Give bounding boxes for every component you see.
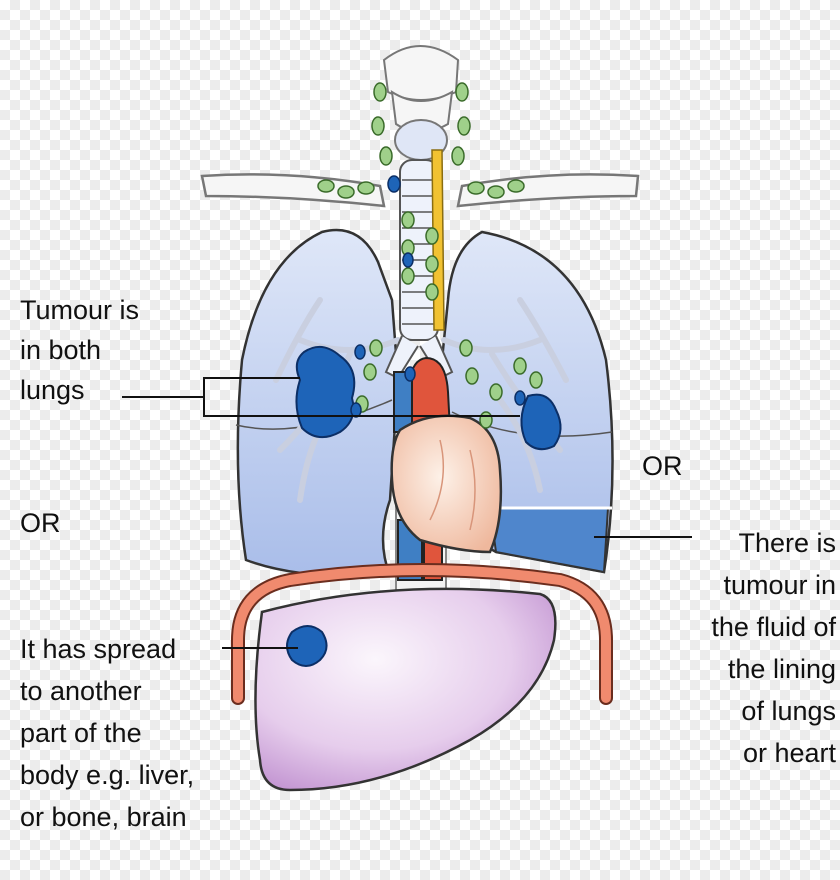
clavicles	[200, 173, 640, 208]
heart	[390, 414, 503, 554]
label-spread-line-4: body e.g. liver,	[20, 760, 195, 790]
label-spread-line-1: It has spread	[20, 634, 177, 664]
tumour-left-lung	[295, 345, 356, 439]
liver	[254, 587, 557, 792]
label-or-left: OR	[20, 503, 61, 543]
tumours	[286, 345, 562, 667]
label-or-right: OR	[642, 446, 683, 486]
label-spread-line-3: part of the	[20, 718, 142, 748]
label-spread-line-5: or bone, brain	[20, 802, 187, 832]
label-both-lungs-line-2: in both	[20, 335, 102, 365]
label-fluid-line-2: tumour in	[723, 570, 836, 600]
label-both-lungs: Tumour is in both lungs	[20, 290, 139, 410]
tumour-liver	[286, 625, 328, 667]
larynx	[382, 45, 460, 161]
tumour-right-lung	[520, 393, 562, 451]
lymph-nodes	[317, 82, 543, 429]
label-spread-line-2: to another	[20, 676, 142, 706]
pleural-fluid	[488, 507, 610, 574]
label-both-lungs-line-3: lungs	[20, 375, 85, 405]
label-both-lungs-line-1: Tumour is	[20, 295, 140, 325]
label-fluid-line-6: or heart	[742, 738, 836, 768]
label-spread: It has spread to another part of the bod…	[20, 628, 194, 838]
or-left-text: OR	[20, 508, 61, 538]
label-fluid-line-1: There is	[738, 528, 836, 558]
or-right-text: OR	[642, 451, 683, 481]
pointer-lines	[122, 377, 692, 649]
label-fluid: There is tumour in the fluid of the lini…	[711, 522, 836, 774]
label-fluid-line-3: the fluid of	[711, 612, 836, 642]
label-fluid-line-5: of lungs	[741, 696, 836, 726]
label-fluid-line-4: the lining	[727, 654, 836, 684]
